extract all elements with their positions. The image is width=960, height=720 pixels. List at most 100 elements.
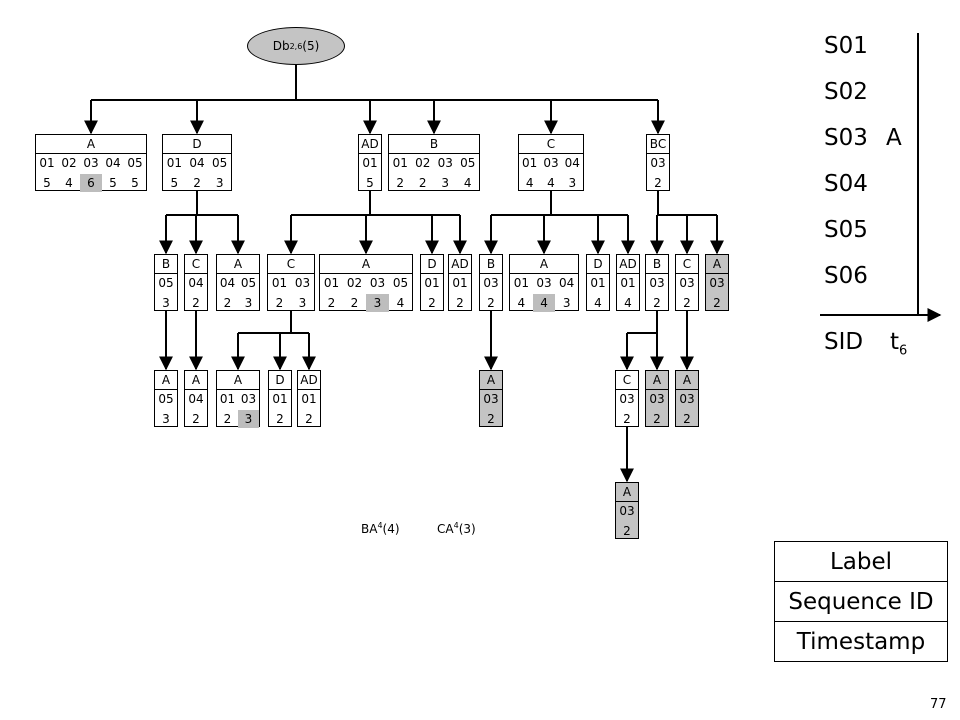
node-label: B: [486, 257, 496, 271]
node-sequence-id: 03: [709, 276, 725, 290]
node-timestamp: 2: [223, 295, 232, 310]
node-label: AD: [451, 257, 469, 271]
pattern-ba-base: BA: [361, 522, 378, 536]
node-sequence-id: 01: [513, 276, 529, 290]
node-timestamp: 2: [713, 295, 721, 310]
node-sequence-id: 04: [564, 156, 580, 170]
node-timestamp: 5: [131, 175, 139, 190]
node-sequence-id: 01: [272, 392, 288, 406]
node-label: A: [233, 373, 243, 387]
node-timestamp: 3: [162, 295, 170, 310]
node-timestamp: 3: [215, 175, 224, 190]
node-label: B: [429, 137, 439, 151]
node-timestamp: 2: [275, 295, 284, 310]
node-sequence-id: 03: [543, 156, 559, 170]
node-timestamp: 2: [683, 295, 691, 310]
node-sequence-id: 01: [362, 156, 378, 170]
node-timestamp: 3: [162, 411, 170, 426]
node-sequence-id: 05: [392, 276, 409, 290]
node-timestamp: 2: [327, 295, 336, 310]
node-label: D: [427, 257, 437, 271]
node-label: A: [539, 257, 549, 271]
node-label: A: [86, 137, 96, 151]
node-timestamp: 4: [547, 175, 555, 190]
root-db-arg: (5): [302, 39, 320, 53]
node-timestamp: 2: [223, 411, 232, 426]
axis-time-label: t6: [890, 329, 907, 359]
node-timestamp: 3: [238, 409, 259, 428]
node-timestamp: 2: [653, 295, 661, 310]
page-number: 77: [930, 697, 947, 712]
node-label: A: [361, 257, 371, 271]
node-timestamp: 2: [418, 175, 427, 190]
node-timestamp: 3: [366, 293, 389, 312]
node-timestamp: 2: [487, 411, 495, 426]
node-sequence-id: 04: [188, 392, 204, 406]
node-label: B: [652, 257, 662, 271]
axis-time-t: t: [890, 329, 900, 355]
node-sequence-id: 03: [536, 276, 552, 290]
root-db-superscript: 2,6: [289, 41, 303, 51]
node-label: C: [546, 137, 556, 151]
node-label: D: [275, 373, 285, 387]
node-label: C: [286, 257, 296, 271]
time-mark-s03: A: [886, 125, 902, 151]
node-timestamp: 3: [562, 295, 571, 310]
node-timestamp: 3: [298, 295, 307, 310]
legend-box: Label Sequence ID Timestamp: [774, 541, 948, 662]
node-label: D: [192, 137, 202, 151]
node-sequence-id: 01: [522, 156, 538, 170]
pattern-ba-sup: 4: [377, 521, 383, 530]
node-sequence-id: 04: [105, 156, 121, 170]
node-timestamp: 2: [653, 411, 661, 426]
node-sequence-id: 03: [619, 504, 635, 518]
node-sequence-id: 01: [271, 276, 288, 290]
node-sequence-id: 03: [650, 156, 666, 170]
node-sequence-id: 03: [649, 276, 665, 290]
node-timestamp: 5: [170, 175, 179, 190]
node-timestamp: 2: [623, 411, 631, 426]
node-sequence-id: 04: [219, 276, 236, 290]
node-sequence-id: 03: [369, 276, 386, 290]
node-label: A: [161, 373, 171, 387]
sid-label-s03: S03: [824, 125, 868, 151]
node-label: A: [652, 373, 662, 387]
axis-sid-label: SID: [824, 329, 864, 355]
sid-label-s02: S02: [824, 79, 868, 105]
tree-node-b4[interactable]: B 03 2: [645, 254, 669, 311]
node-sequence-id: 03: [483, 392, 499, 406]
legend-sequence-id: Sequence ID: [775, 582, 947, 622]
node-sequence-id: 05: [460, 156, 476, 170]
